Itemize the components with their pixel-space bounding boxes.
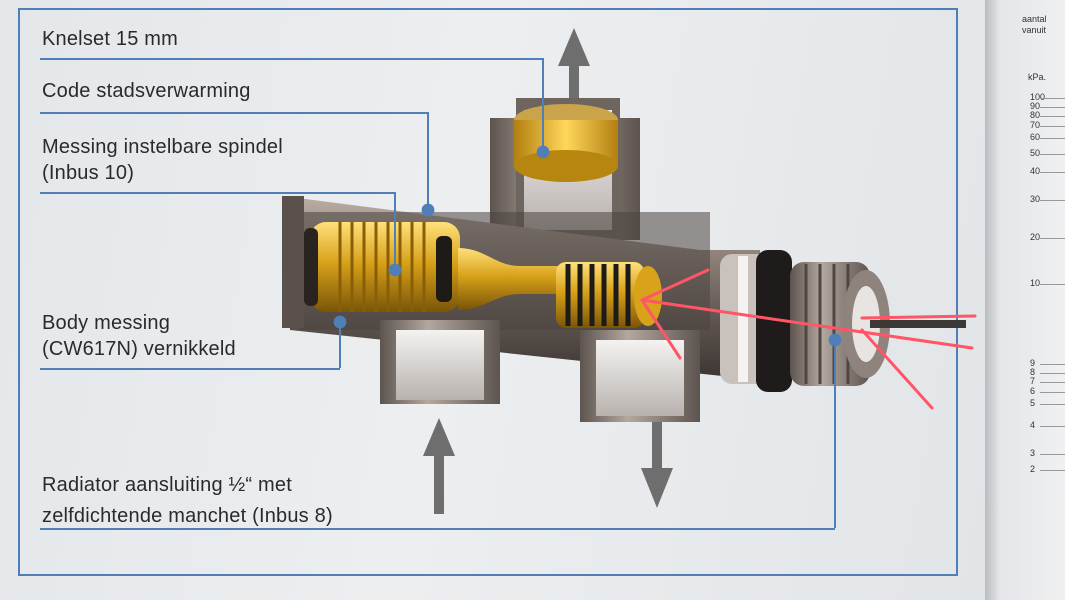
leader-knelset (40, 58, 543, 60)
side-tick-label: 4 (1030, 420, 1036, 430)
side-tick-mark (1040, 154, 1065, 155)
label-radiator-line1: Radiator aansluiting ½“ met (42, 474, 292, 496)
side-tick-mark (1040, 172, 1065, 173)
side-tick-label: 80 (1030, 110, 1041, 120)
adjacent-page-chart-fragment (985, 0, 1065, 600)
side-tick-mark (1040, 373, 1065, 374)
side-tick-mark (1040, 392, 1065, 393)
valve-cutaway-illustration (282, 28, 977, 528)
diagram-frame (18, 8, 958, 576)
side-tick-mark (1040, 382, 1065, 383)
red-annotation-marks (640, 268, 977, 410)
label-radiator-line2: zelfdichtende manchet (Inbus 8) (42, 505, 333, 527)
side-tick-mark (1040, 470, 1065, 471)
side-tick-label: 7 (1030, 376, 1036, 386)
side-tick-mark (1040, 116, 1065, 117)
side-tick-mark (1040, 238, 1065, 239)
side-unit-label: kPa. (1028, 72, 1047, 82)
label-spindel-line1: Messing instelbare spindel (42, 136, 283, 158)
side-tick-label: 100 (1030, 92, 1046, 102)
side-header-line1: aantal (1022, 14, 1047, 24)
leader-body (40, 368, 340, 370)
label-knelset: Knelset 15 mm (42, 28, 178, 50)
side-tick-label: 60 (1030, 132, 1041, 142)
leader-radiator (40, 528, 835, 530)
side-tick-mark (1040, 364, 1065, 365)
side-tick-label: 3 (1030, 448, 1036, 458)
leader-lines (333, 58, 842, 528)
label-body-line2: (CW617N) vernikkeld (42, 338, 236, 360)
side-tick-mark (1040, 454, 1065, 455)
side-tick-mark (1040, 107, 1065, 108)
leader-code (40, 112, 428, 114)
side-tick-label: 50 (1030, 148, 1041, 158)
side-tick-label: 9 (1030, 358, 1036, 368)
flow-arrow-down-bottom (641, 412, 673, 508)
side-header-line2: vanuit (1022, 25, 1047, 35)
side-tick-label: 2 (1030, 464, 1036, 474)
label-spindel-line2: (Inbus 10) (42, 162, 135, 184)
side-tick-mark (1040, 200, 1065, 201)
flow-arrow-up-bottom (423, 418, 455, 514)
side-tick-label: 5 (1030, 398, 1036, 408)
side-tick-label: 6 (1030, 386, 1036, 396)
side-tick-mark (1040, 98, 1065, 99)
side-tick-mark (1040, 404, 1065, 405)
side-tick-mark (1040, 126, 1065, 127)
side-tick-label: 70 (1030, 120, 1041, 130)
leader-spindel (40, 192, 395, 194)
label-code-stadsverwarming: Code stadsverwarming (42, 80, 251, 102)
side-tick-label: 20 (1030, 232, 1041, 242)
compression-ring-brass (514, 104, 618, 182)
side-tick-mark (1040, 284, 1065, 285)
side-tick-label: 40 (1030, 166, 1041, 176)
side-tick-mark (1040, 138, 1065, 139)
side-tick-label: 90 (1030, 101, 1041, 111)
side-tick-label: 8 (1030, 367, 1036, 377)
radiator-nipple (720, 250, 966, 392)
label-body-line1: Body messing (42, 312, 171, 334)
side-tick-label: 10 (1030, 278, 1041, 288)
side-tick-label: 30 (1030, 194, 1041, 204)
flow-arrow-up-top (558, 28, 590, 128)
side-tick-mark (1040, 426, 1065, 427)
